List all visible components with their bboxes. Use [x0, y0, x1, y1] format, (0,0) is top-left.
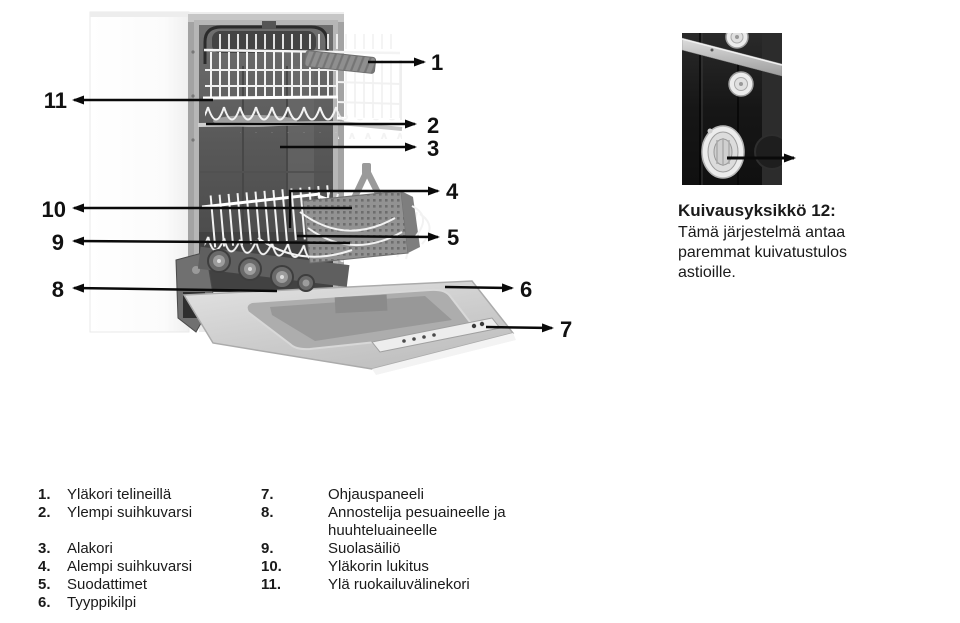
legend-item-8-continuation: huuhteluaineelle: [261, 522, 531, 540]
legend-gap: [38, 522, 258, 540]
legend-item-1: 1. Yläkori telineillä: [38, 486, 258, 504]
legend-item-10-label: Yläkorin lukitus: [328, 558, 429, 575]
legend-item-5-number: 5.: [38, 576, 51, 593]
legend-item-3-label: Alakori: [67, 540, 113, 557]
legend-item-3-number: 3.: [38, 540, 51, 557]
drying-unit-note-line-2: paremmat kuivatustulos: [678, 244, 847, 261]
callout-number-8: 8: [52, 277, 64, 302]
callout-arrow-7: [485, 323, 554, 333]
legend-left-column: 1. Yläkori telineillä 2. Ylempi suihkuva…: [38, 486, 258, 612]
legend-item-2-label: Ylempi suihkuvarsi: [67, 504, 193, 521]
legend-item-7-label: Ohjauspaneeli: [328, 486, 424, 503]
callout-number-3: 3: [427, 136, 439, 161]
legend-item-4-number: 4.: [38, 558, 51, 575]
inset-rail: [682, 37, 782, 77]
legend-item-7-number: 7.: [261, 486, 274, 503]
callout-number-2: 2: [427, 113, 439, 138]
drying-vent: [701, 125, 745, 179]
upper-basket: [197, 34, 403, 139]
legend-item-8: 8. Annostelija pesuaineelle ja: [261, 504, 531, 522]
legend-item-9-number: 9.: [261, 540, 274, 557]
drying-unit-heading: Kuivausyksikkö 12:: [678, 201, 836, 220]
legend-item-4-label: Alempi suihkuvarsi: [67, 558, 193, 575]
door-open: [182, 280, 516, 375]
callout-numbers: 1 2 3 4 5 6 7 8 9 10 11: [42, 50, 573, 342]
cutlery-basket-handle: [347, 163, 387, 209]
callout-arrow-5: [296, 232, 440, 242]
callout-number-11: 11: [44, 88, 67, 113]
legend-item-10: 10. Yläkorin lukitus: [261, 558, 531, 576]
callout-lines: [72, 57, 554, 333]
lower-basket: [197, 185, 419, 292]
legend-item-1-number: 1.: [38, 486, 51, 503]
kickplate: [199, 292, 344, 332]
callout-number-4: 4: [446, 179, 459, 204]
legend-item-11-number: 11.: [261, 576, 282, 593]
callout-number-1: 1: [431, 50, 443, 75]
legend-item-2: 2. Ylempi suihkuvarsi: [38, 504, 258, 522]
legend-item-8-label: Annostelija pesuaineelle ja: [328, 504, 506, 521]
callout-number-5: 5: [447, 225, 459, 250]
legend-item-6: 6. Tyyppikilpi: [38, 594, 258, 612]
legend-item-2-number: 2.: [38, 504, 51, 521]
legend-item-11-label: Ylä ruokailuvälinekori: [328, 576, 470, 593]
door-inner-recess: [245, 288, 472, 351]
legend-item-10-number: 10.: [261, 558, 282, 575]
drying-unit-inset: [682, 33, 796, 185]
tub: [188, 14, 344, 306]
legend-item-8-label-line-2: huuhteluaineelle: [328, 522, 438, 539]
drying-unit-note-line-3: astioille.: [678, 264, 736, 281]
legend-item-3: 3. Alakori: [38, 540, 258, 558]
drying-unit-note: Kuivausyksikkö 12: Tämä järjestelmä anta…: [678, 201, 878, 283]
inset-shadow-circle: [754, 134, 782, 170]
callout-arrow-8: [72, 283, 278, 293]
door-gasket: [203, 25, 329, 64]
legend-item-7: 7. Ohjauspaneeli: [261, 486, 531, 504]
upper-spray-arm: [213, 115, 297, 127]
upper-basket-handle: [304, 50, 377, 74]
legend-item-9: 9. Suolasäiliö: [261, 540, 531, 558]
legend-item-6-number: 6.: [38, 594, 51, 611]
legend-item-4: 4. Alempi suihkuvarsi: [38, 558, 258, 576]
legend-item-6-label: Tyyppikilpi: [67, 594, 137, 611]
drying-unit-note-line-1: Tämä järjestelmä antaa: [678, 224, 846, 241]
legend-item-5: 5. Suodattimet: [38, 576, 258, 594]
callout-arrow-4: [288, 186, 440, 228]
legend-item-8-number: 8.: [261, 504, 274, 521]
inset-roller-lower: [728, 71, 754, 97]
callout-number-10: 10: [42, 197, 66, 222]
dishwasher-illustration: [89, 11, 516, 375]
control-panel-strip: [371, 317, 501, 353]
callout-arrow-9: [72, 236, 351, 246]
door-latch: [262, 21, 276, 29]
legend-item-5-label: Suodattimet: [67, 576, 148, 593]
legend-right-column: 7. Ohjauspaneeli 8. Annostelija pesuaine…: [261, 486, 531, 594]
callout-arrow-6: [444, 283, 514, 293]
cutlery-basket: [257, 163, 431, 264]
legend-item-9-label: Suolasäiliö: [328, 540, 401, 557]
upper-basket-rail: [197, 121, 341, 127]
callout-number-9: 9: [52, 230, 64, 255]
cabinet-body: [89, 11, 344, 333]
callout-number-6: 6: [520, 277, 532, 302]
lower-basket-wheels: [207, 249, 315, 292]
door-hinge: [175, 251, 215, 333]
inset-roller-upper: [725, 33, 749, 49]
callout-number-7: 7: [560, 317, 572, 342]
legend-item-11: 11. Ylä ruokailuvälinekori: [261, 576, 531, 594]
legend-item-1-label: Yläkori telineillä: [67, 486, 172, 503]
